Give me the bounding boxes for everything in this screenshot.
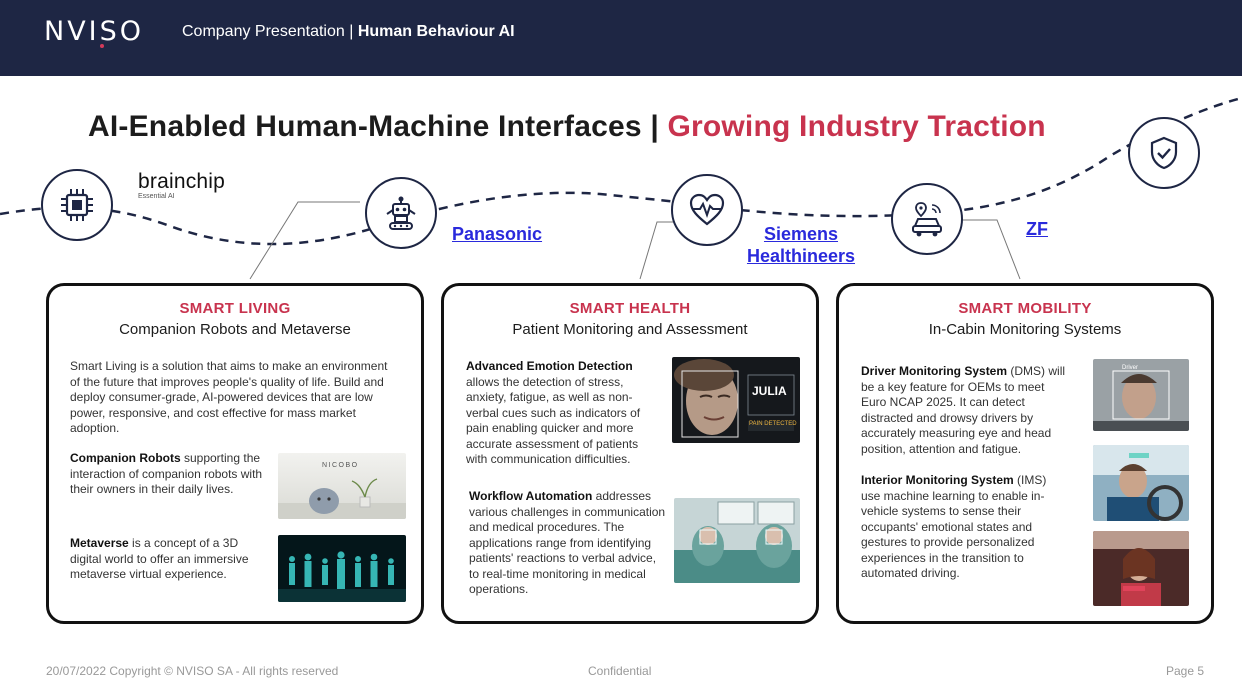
- header-bar: NVISO Company Presentation | Human Behav…: [0, 0, 1242, 76]
- footer-copyright: 20/07/2022 Copyright © NVISO SA - All ri…: [46, 664, 339, 678]
- dms-desc: (DMS) will be a key feature for OEMs to …: [861, 364, 1066, 456]
- smart-living-subtitle: Companion Robots and Metaverse: [119, 321, 351, 338]
- smart-health-subtitle: Patient Monitoring and Assessment: [512, 321, 748, 338]
- emotion-detection-bold: Advanced Emotion Detection: [466, 359, 633, 373]
- slide-title: AI-Enabled Human-Machine Interfaces | Gr…: [88, 110, 1046, 144]
- footer-confidential: Confidential: [588, 664, 652, 678]
- slide-title-accent: Growing Industry Traction: [667, 110, 1046, 143]
- metaverse-bold: Metaverse: [70, 536, 129, 550]
- emotion-detection-text: Advanced Emotion Detection allows the de…: [466, 359, 656, 468]
- robot-photo-caption: NICOBO: [322, 462, 359, 469]
- zf-link[interactable]: ZF: [1026, 219, 1048, 239]
- companion-robot-photo: NICOBO: [278, 453, 406, 519]
- brainchip-tagline: Essential AI: [138, 193, 175, 200]
- companion-robots-desc: supporting the interaction of companion …: [70, 451, 263, 496]
- footer-page-number: Page 5: [1166, 664, 1205, 678]
- shield-check-icon: [1128, 117, 1200, 189]
- slide-title-main: AI-Enabled Human-Machine Interfaces |: [88, 110, 668, 143]
- driver-photo-label: Driver: [1122, 365, 1138, 371]
- nviso-logo: NVISO: [44, 16, 145, 47]
- smart-living-intro: Smart Living is a solution that aims to …: [70, 359, 388, 435]
- surgery-photo: [674, 498, 800, 583]
- companion-robots-text: Companion Robots supporting the interact…: [70, 451, 265, 498]
- emotion-detection-desc: allows the detection of stress, anxiety,…: [466, 374, 641, 467]
- passenger-photo: [1093, 531, 1189, 606]
- panasonic-link[interactable]: Panasonic: [452, 224, 543, 244]
- pain-detected-tag: PAIN DETECTED: [749, 421, 797, 427]
- workflow-automation-desc: addresses various challenges in communic…: [469, 489, 666, 596]
- smart-living-title: SMART LIVING: [179, 300, 291, 317]
- logo-accent-dot: [100, 44, 104, 48]
- heart-pulse-icon: [671, 174, 743, 246]
- brainchip-logo: brainchip Essential AI: [138, 170, 225, 200]
- metaverse-desc: is a concept of a 3D digital world to of…: [70, 536, 249, 581]
- ims-text: Interior Monitoring System (IMS) use mac…: [861, 473, 1066, 582]
- robot-icon: [365, 177, 437, 249]
- smart-health-title: SMART HEALTH: [569, 300, 691, 317]
- brainchip-name: brainchip: [138, 170, 226, 193]
- metaverse-photo: [278, 535, 406, 602]
- car-sensor-icon: [891, 183, 963, 255]
- metaverse-text: Metaverse is a concept of a 3D digital w…: [70, 536, 265, 583]
- smart-health-card: SMART HEALTH Patient Monitoring and Asse…: [441, 283, 819, 624]
- workflow-automation-bold: Workflow Automation: [469, 489, 593, 503]
- smart-living-card: SMART LIVING Companion Robots and Metave…: [46, 283, 424, 624]
- siemens-link-line1: Siemens: [763, 224, 839, 244]
- ims-bold: Interior Monitoring System: [861, 473, 1014, 487]
- header-subtitle-prefix: Company Presentation |: [182, 23, 358, 40]
- siemens-link-line2: Healthineers: [746, 246, 856, 266]
- header-subtitle-bold: Human Behaviour AI: [357, 23, 515, 40]
- smart-mobility-subtitle: In-Cabin Monitoring Systems: [928, 321, 1122, 338]
- dms-text: Driver Monitoring System (DMS) will be a…: [861, 364, 1071, 457]
- pain-detection-photo: JULIA PAIN DETECTED: [672, 357, 800, 443]
- smart-mobility-card: SMART MOBILITY In-Cabin Monitoring Syste…: [836, 283, 1214, 624]
- workflow-automation-text: Workflow Automation addresses various ch…: [469, 489, 669, 598]
- dms-bold: Driver Monitoring System: [861, 364, 1008, 378]
- in-cabin-driver-photo: [1093, 445, 1189, 521]
- ims-desc: (IMS) use machine learning to enable in-…: [861, 473, 1047, 580]
- chip-icon: [41, 169, 113, 241]
- companion-robots-bold: Companion Robots: [70, 451, 181, 465]
- patient-name-tag: JULIA: [752, 384, 787, 398]
- smart-mobility-title: SMART MOBILITY: [958, 300, 1092, 317]
- driver-monitoring-photo: Driver: [1093, 359, 1189, 431]
- header-subtitle: Company Presentation | Human Behaviour A…: [182, 23, 515, 41]
